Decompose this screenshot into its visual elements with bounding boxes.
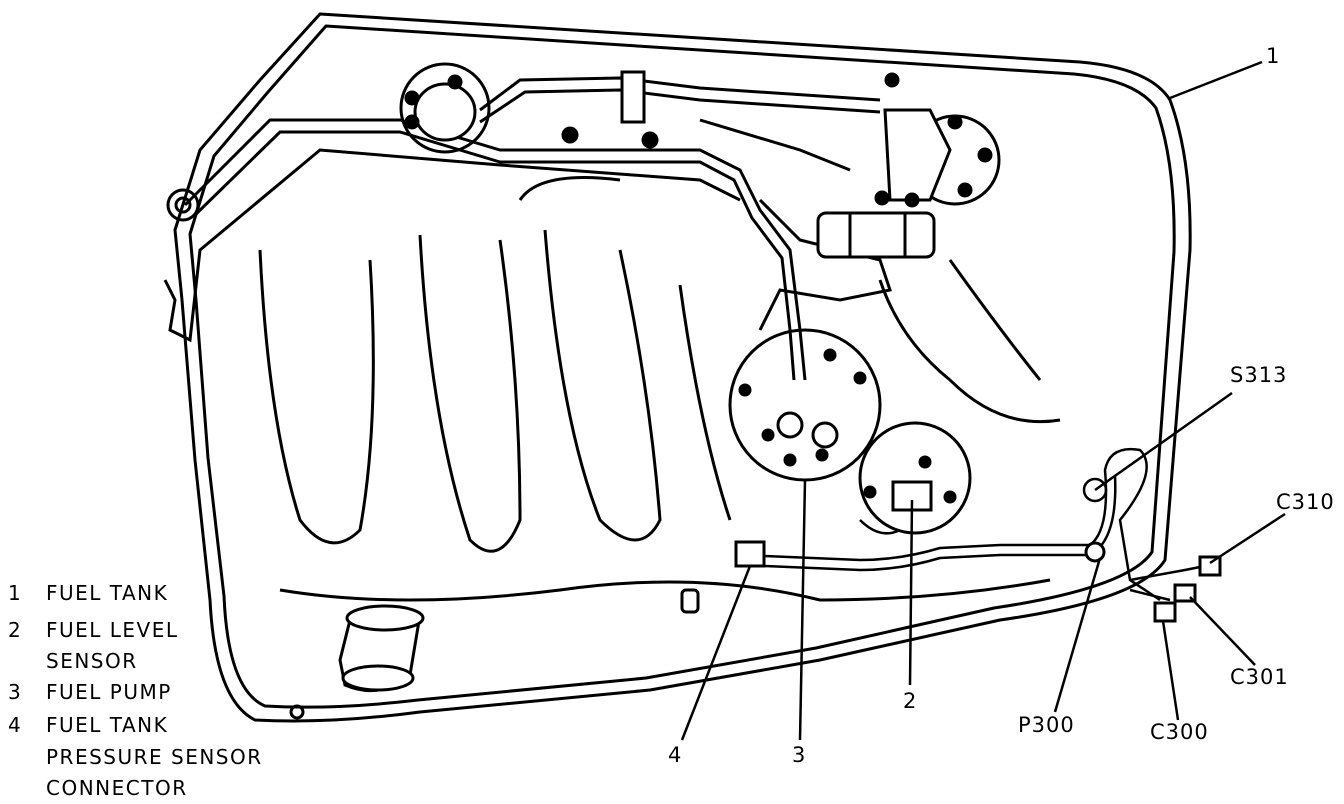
- fuel-level-sensor-icon: [858, 421, 972, 535]
- connectors: [734, 540, 1222, 623]
- drain-plug-icon: [680, 588, 700, 614]
- legend-text-3: FUEL PUMP: [46, 680, 172, 704]
- p300-grommet-icon: [1084, 541, 1106, 563]
- callout-2: 2: [903, 689, 917, 713]
- callout-4: 4: [668, 743, 682, 767]
- line-clips: [561, 70, 659, 149]
- legend-num-2: 2: [8, 618, 22, 642]
- legend-text-4c: CONNECTOR: [46, 776, 188, 800]
- c310-connector-icon: [1198, 555, 1222, 577]
- legend-text-2a: FUEL LEVEL: [46, 618, 179, 642]
- legend-num-4: 4: [8, 713, 22, 737]
- fuel-tank-outline: [173, 12, 1192, 723]
- legend-text-4a: FUEL TANK: [46, 713, 168, 737]
- upper-right-valve-icon: [874, 72, 1001, 208]
- callout-c301: C301: [1230, 665, 1289, 689]
- callout-p300: P300: [1018, 713, 1075, 737]
- callout-c300: C300: [1150, 720, 1209, 744]
- leader-lines: [680, 60, 1286, 741]
- legend-text-1: FUEL TANK: [46, 581, 168, 605]
- callout-1: 1: [1266, 44, 1280, 68]
- legend-num-1: 1: [8, 581, 22, 605]
- wiring-harness: [739, 447, 1211, 602]
- filler-neck-icon: [289, 604, 425, 720]
- legend-text-2b: SENSOR: [46, 649, 138, 673]
- upper-left-valve-icon: [399, 62, 491, 154]
- c300-connector-icon: [1153, 601, 1177, 623]
- mounting-eye-icon: [166, 188, 200, 222]
- fuel-filter-icon: [816, 211, 936, 259]
- fuel-lines: [163, 76, 892, 381]
- pressure-sensor-connector-icon: [734, 540, 766, 568]
- legend-text-4b: PRESSURE SENSOR: [46, 745, 263, 769]
- fuel-pump-icon: [728, 328, 882, 482]
- legend-num-3: 3: [8, 680, 22, 704]
- callout-s313: S313: [1230, 363, 1287, 387]
- callout-c310: C310: [1276, 490, 1335, 514]
- legend: 1 FUEL TANK 2 FUEL LEVEL SENSOR 3 FUEL P…: [8, 581, 263, 800]
- callout-3: 3: [792, 743, 806, 767]
